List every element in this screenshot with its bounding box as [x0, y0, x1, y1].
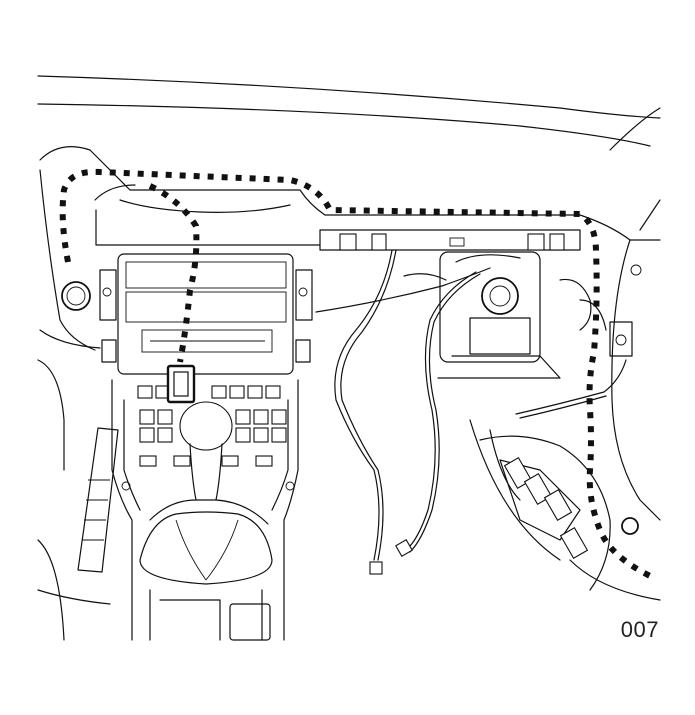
windshield-edge — [37, 75, 661, 151]
gear-shifter — [139, 401, 273, 585]
highlighted-switch — [166, 364, 196, 404]
lower-console — [149, 589, 271, 641]
left-air-vent — [39, 281, 101, 349]
figure-reference-code: 007 — [620, 617, 659, 642]
steering-column-assembly — [437, 251, 592, 379]
center-console-frame — [99, 253, 313, 375]
center-control-buttons — [137, 385, 287, 467]
center-console-body — [111, 379, 299, 641]
right-lower-connectors — [469, 321, 661, 601]
dash-crossbar — [319, 229, 581, 251]
hanging-harness-wires — [315, 249, 491, 575]
right-side-panel — [579, 199, 661, 521]
left-pedal — [37, 359, 119, 641]
harness-routing-path — [59, 168, 652, 579]
